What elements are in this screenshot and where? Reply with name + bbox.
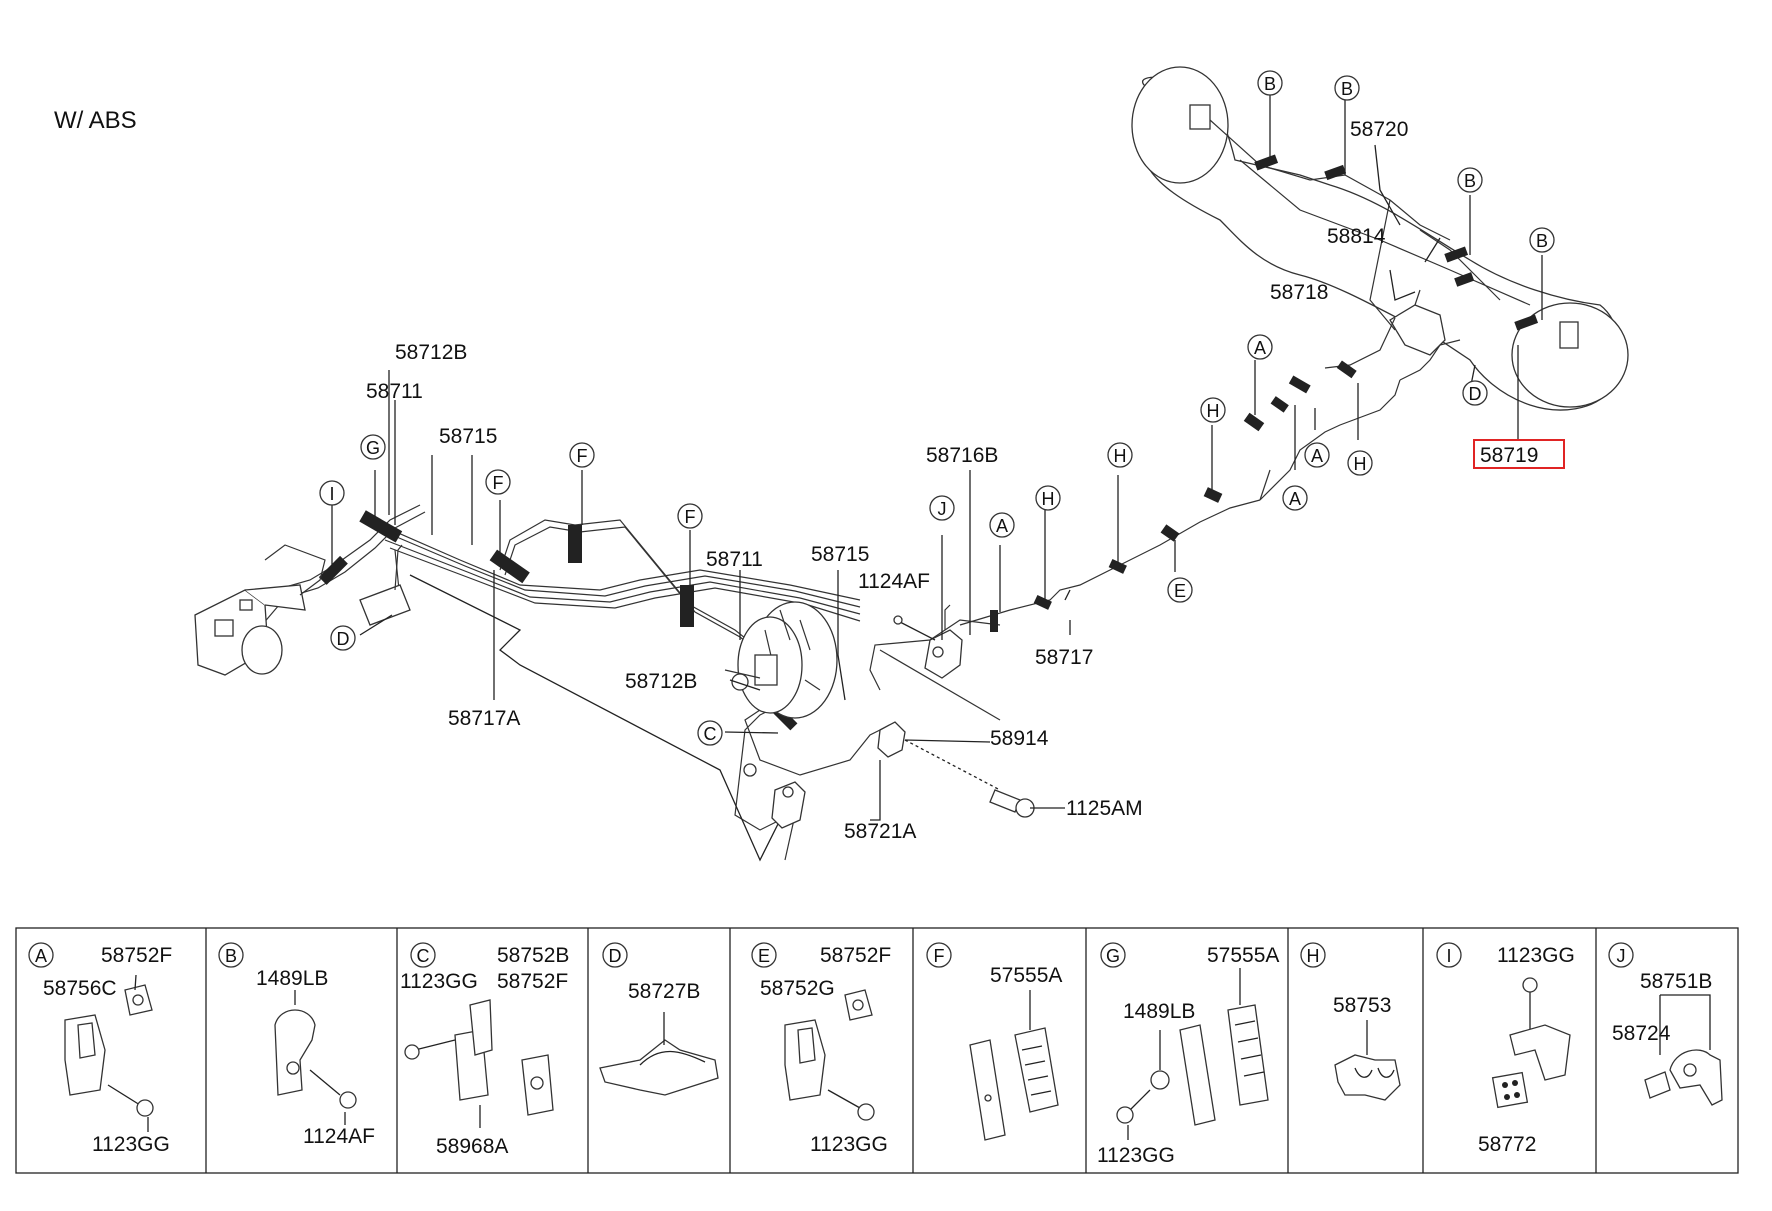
legend-e-part-2: 58752G xyxy=(760,977,835,1000)
legend-g-part-1: 57555A xyxy=(1207,944,1279,967)
legend-key-c: C xyxy=(417,946,430,966)
lower-valve xyxy=(743,763,806,829)
label-58814: 58814 xyxy=(1327,225,1386,248)
legend-j-part-2: 58724 xyxy=(1612,1022,1671,1045)
legend-g-part-2: 1489LB xyxy=(1123,1000,1195,1023)
legend-cell-e: E 58752F 58752G 1123GG xyxy=(751,942,891,1156)
callout-h-main-3: H xyxy=(1207,401,1220,421)
legend-key-i: I xyxy=(1446,946,1451,966)
legend-key-d: D xyxy=(609,946,622,966)
part-labels: 58712B 58711 58715 58717A 58711 58715 58… xyxy=(366,118,1565,843)
legend-a-part-2: 58756C xyxy=(43,977,117,1000)
label-58711-left: 58711 xyxy=(366,380,423,403)
label-58720: 58720 xyxy=(1350,118,1408,141)
legend-b-part-2: 1124AF xyxy=(303,1125,375,1148)
legend-cell-i: I 1123GG 58772 xyxy=(1436,942,1575,1156)
callout-f-main-2: F xyxy=(577,446,588,466)
legend-h-part-1: 58753 xyxy=(1333,994,1391,1017)
legend-i-part-1: 1123GG xyxy=(1497,944,1575,967)
legend-a-part-1: 58752F xyxy=(101,944,172,967)
label-58712b-top: 58712B xyxy=(395,341,467,364)
callout-circles: I G F F F D C J A H H E H A A A H B B xyxy=(319,70,1555,746)
highlight-box-58719 xyxy=(1473,439,1565,469)
bolt-1124af xyxy=(893,615,936,641)
legend-c-part-1: 1123GG xyxy=(400,970,478,993)
legend-cell-f: F 57555A xyxy=(926,942,1062,1141)
legend-key-j: J xyxy=(1617,946,1626,966)
label-58717: 58717 xyxy=(1035,646,1093,669)
callout-b-rear-2: B xyxy=(1341,79,1353,99)
legend-c-part-3: 58752F xyxy=(497,970,568,993)
callout-c-main: C xyxy=(704,724,717,744)
label-58716b: 58716B xyxy=(926,444,998,467)
rear-axle xyxy=(1131,66,1629,411)
legend-key-b: B xyxy=(225,946,237,966)
callout-b-rear-1: B xyxy=(1264,74,1276,94)
callout-f-main-1: F xyxy=(493,473,504,493)
label-1124af: 1124AF xyxy=(858,570,930,593)
legend-j-part-1: 58751B xyxy=(1640,970,1712,993)
label-58914: 58914 xyxy=(990,727,1049,750)
label-58711-mid: 58711 xyxy=(706,548,763,571)
rear-valve xyxy=(1324,289,1446,369)
label-58721a: 58721A xyxy=(844,820,916,843)
callout-h-main-4: H xyxy=(1354,454,1367,474)
legend-e-part-1: 58752F xyxy=(820,944,891,967)
callout-j-main: J xyxy=(938,499,947,519)
label-58719: 58719 xyxy=(1480,444,1538,467)
legend-c-part-2: 58752B xyxy=(497,944,569,967)
legend-cell-b: B 1489LB 1124AF xyxy=(218,942,375,1148)
legend-d-part-1: 58727B xyxy=(628,980,700,1003)
label-58717a: 58717A xyxy=(448,707,520,730)
legend-b-part-1: 1489LB xyxy=(256,967,328,990)
legend-a-part-3: 1123GG xyxy=(92,1133,170,1156)
callout-h-main-1: H xyxy=(1042,489,1055,509)
callout-b-rear-3: B xyxy=(1464,171,1476,191)
callout-a-main-2: A xyxy=(1254,338,1266,358)
label-58718: 58718 xyxy=(1270,281,1328,304)
callout-a-main-4: A xyxy=(1311,446,1323,466)
abs-unit xyxy=(194,544,326,676)
leader-lines xyxy=(331,95,1543,821)
legend-key-e: E xyxy=(758,946,770,966)
legend-i-part-2: 58772 xyxy=(1478,1133,1536,1156)
legend-key-h: H xyxy=(1307,946,1320,966)
legend-e-part-3: 1123GG xyxy=(810,1133,888,1156)
callout-i-main: I xyxy=(329,484,334,504)
callout-a-main-1: A xyxy=(996,516,1008,536)
legend-cell-a: A 58752F 58756C 1123GG xyxy=(28,942,172,1156)
legend-key-a: A xyxy=(35,946,47,966)
legend-key-g: G xyxy=(1106,946,1120,966)
callout-f-main-3: F xyxy=(685,507,696,527)
label-58715-mid: 58715 xyxy=(811,543,869,566)
legend-cell-c: C 1123GG 58752B 58752F 58968A xyxy=(400,942,569,1158)
legend-c-part-4: 58968A xyxy=(436,1135,508,1158)
legend-cell-j: J 58751B 58724 xyxy=(1608,942,1723,1106)
callout-e-main: E xyxy=(1174,581,1186,601)
junction-block xyxy=(924,604,963,679)
label-58712b-mid: 58712B xyxy=(625,670,697,693)
callout-g-main: G xyxy=(366,438,380,458)
legend-cell-d: D 58727B xyxy=(599,942,719,1096)
legend-key-f: F xyxy=(934,946,945,966)
bracket-d-small xyxy=(359,544,411,626)
legend-table: A 58752F 58756C 1123GG B 1489LB 1124AF xyxy=(15,927,1739,1174)
brake-lines xyxy=(254,339,1461,862)
label-1125am: 1125AM xyxy=(1066,797,1143,820)
legend-cell-h: H 58753 xyxy=(1300,942,1401,1101)
callout-h-main-2: H xyxy=(1114,446,1127,466)
legend-cell-g: G 57555A 1489LB 1123GG xyxy=(1097,942,1279,1167)
bolt-1125am xyxy=(989,789,1035,818)
legend-f-part-1: 57555A xyxy=(990,964,1062,987)
brake-booster xyxy=(724,601,838,719)
callout-d-main: D xyxy=(337,629,350,649)
tee-58914 xyxy=(877,721,1001,791)
callout-a-main-3: A xyxy=(1289,489,1301,509)
diagram-title: W/ ABS xyxy=(54,107,137,134)
label-58715-left: 58715 xyxy=(439,425,497,448)
legend-g-part-3: 1123GG xyxy=(1097,1144,1175,1167)
callout-d-rear: D xyxy=(1469,384,1482,404)
callout-b-rear-4: B xyxy=(1536,231,1548,251)
